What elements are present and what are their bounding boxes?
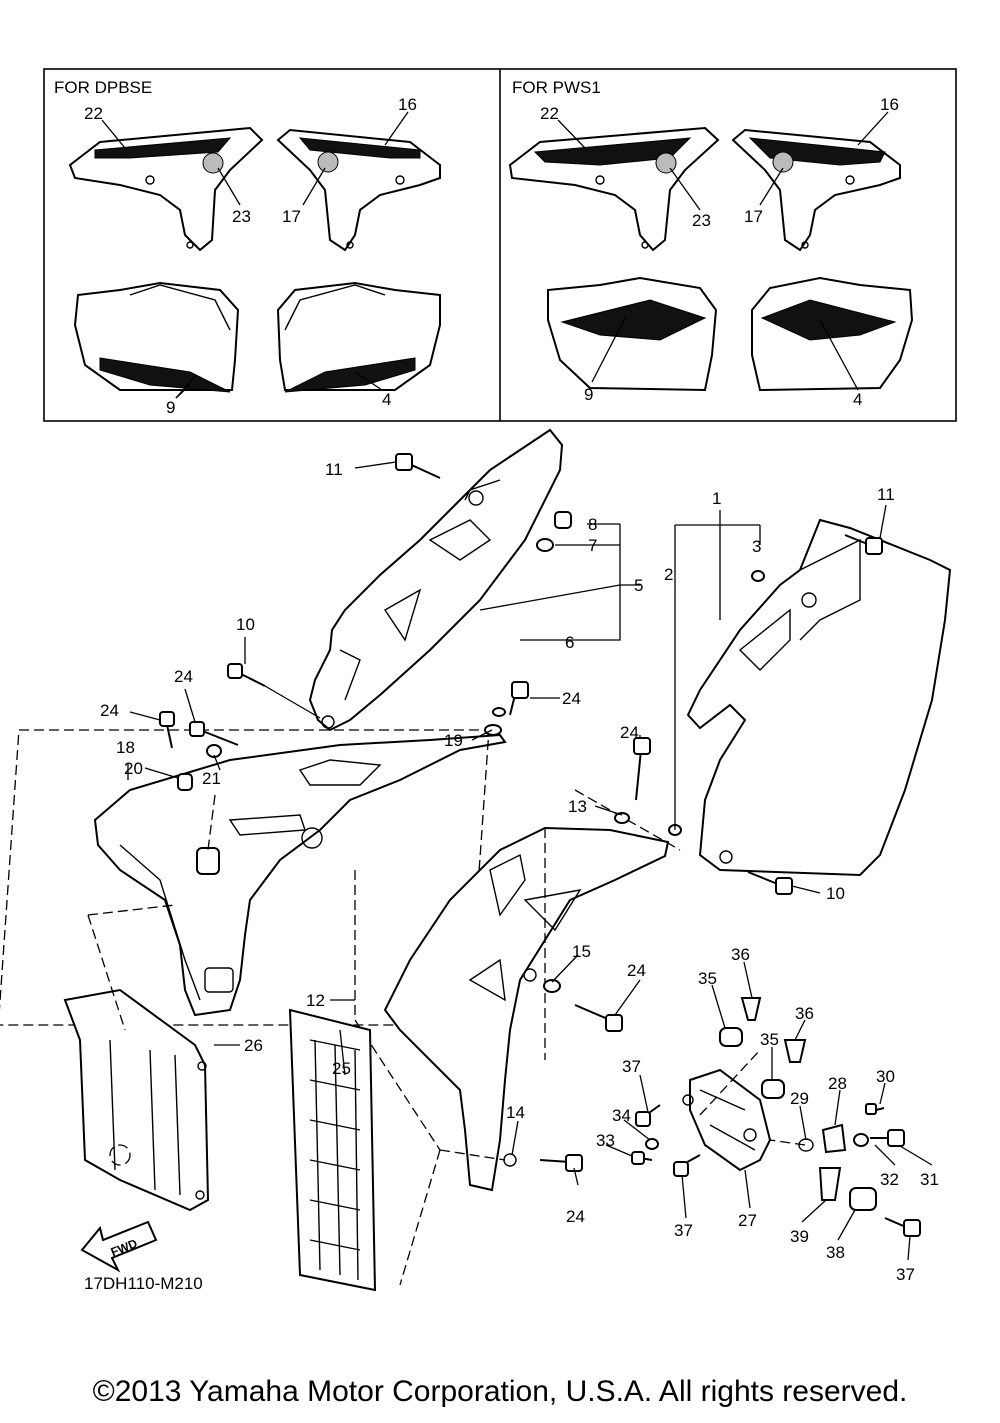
callout-17-dpbse: 17 xyxy=(282,207,301,226)
callout-27: 27 xyxy=(738,1211,757,1230)
dpbse-right-sidecover xyxy=(276,281,441,393)
callout-36-a: 36 xyxy=(731,945,750,964)
callout-8: 8 xyxy=(588,515,597,534)
callout-10-right: 10 xyxy=(826,884,845,903)
dpbse-left-shroud xyxy=(68,126,264,252)
callout-26: 26 xyxy=(244,1036,263,1055)
assembly-dashes xyxy=(87,794,806,1286)
bolts xyxy=(159,453,921,1237)
callout-37-a: 37 xyxy=(622,1057,641,1076)
callout-1: 1 xyxy=(712,489,721,508)
copyright-notice: ©2013 Yamaha Motor Corporation, U.S.A. A… xyxy=(92,1375,908,1408)
inset-title-pws1: FOR PWS1 xyxy=(512,78,601,97)
pws1-right-sidecover xyxy=(751,276,914,392)
callout-4-pws1: 4 xyxy=(853,390,862,409)
callout-22-dpbse: 22 xyxy=(84,104,103,123)
callout-14: 14 xyxy=(506,1103,525,1122)
callout-9-dpbse: 9 xyxy=(166,398,175,417)
callout-13: 13 xyxy=(568,797,587,816)
callout-18: 18 xyxy=(116,738,135,757)
callout-37-b: 37 xyxy=(674,1221,693,1240)
callout-24-f: 24 xyxy=(566,1207,585,1226)
radiator-guard xyxy=(63,988,210,1212)
callout-10-left: 10 xyxy=(236,615,255,634)
callout-5: 5 xyxy=(634,576,643,595)
callout-31: 31 xyxy=(920,1170,939,1189)
callout-32: 32 xyxy=(880,1170,899,1189)
pws1-left-shroud xyxy=(508,126,720,252)
callout-20: 20 xyxy=(124,759,143,778)
callout-19: 19 xyxy=(444,731,463,750)
reservoir-assembly xyxy=(682,1068,772,1172)
callout-7: 7 xyxy=(588,536,597,555)
callout-16-pws1: 16 xyxy=(880,95,899,114)
callout-29: 29 xyxy=(790,1089,809,1108)
callout-4-dpbse: 4 xyxy=(382,390,391,409)
inset-leaders xyxy=(101,111,889,399)
callout-17-pws1: 17 xyxy=(744,207,763,226)
radiator-louver xyxy=(288,1008,377,1292)
callout-22-pws1: 22 xyxy=(540,104,559,123)
fwd-arrow-icon: FWD xyxy=(80,1220,158,1273)
dpbse-right-shroud xyxy=(276,128,441,252)
callout-35-b: 35 xyxy=(760,1030,779,1049)
callout-24-c: 24 xyxy=(562,689,581,708)
callout-25: 25 xyxy=(332,1059,351,1078)
callout-37-c: 37 xyxy=(896,1265,915,1284)
callout-36-b: 36 xyxy=(795,1004,814,1023)
main-leaders xyxy=(127,461,933,1261)
callout-39: 39 xyxy=(790,1227,809,1246)
callout-11-right: 11 xyxy=(877,485,895,504)
callout-38: 38 xyxy=(826,1243,845,1262)
callout-11-left: 11 xyxy=(325,460,343,479)
callout-3: 3 xyxy=(752,537,761,556)
callout-6: 6 xyxy=(565,633,574,652)
reference-code: 17DH110-M210 xyxy=(84,1274,203,1293)
callout-24-e: 24 xyxy=(627,961,646,980)
pws1-left-sidecover xyxy=(547,276,718,392)
dpbse-left-sidecover xyxy=(73,281,240,393)
callout-28: 28 xyxy=(828,1074,847,1093)
callout-35-a: 35 xyxy=(698,969,717,988)
left-shroud xyxy=(93,733,507,1017)
callout-16-dpbse: 16 xyxy=(398,95,417,114)
callout-34: 34 xyxy=(612,1106,631,1125)
left-side-cover xyxy=(308,428,564,732)
right-side-cover xyxy=(686,518,952,877)
callout-21: 21 xyxy=(202,769,221,788)
callout-2: 2 xyxy=(664,565,673,584)
pws1-right-shroud xyxy=(731,128,901,252)
callout-9-pws1: 9 xyxy=(584,385,593,404)
callout-12: 12 xyxy=(306,991,325,1010)
callout-24-b: 24 xyxy=(100,701,119,720)
grommets-and-bolts xyxy=(177,511,877,1211)
callout-24-d: 24 xyxy=(620,723,639,742)
callout-33: 33 xyxy=(596,1131,615,1150)
inset-box xyxy=(43,68,957,422)
callout-23-dpbse: 23 xyxy=(232,207,251,226)
right-shroud xyxy=(383,826,670,1192)
callout-24-a: 24 xyxy=(174,667,193,686)
inset-title-dpbse: FOR DPBSE xyxy=(54,78,152,97)
callout-15: 15 xyxy=(572,942,591,961)
callout-23-pws1: 23 xyxy=(692,211,711,230)
callout-30: 30 xyxy=(876,1067,895,1086)
